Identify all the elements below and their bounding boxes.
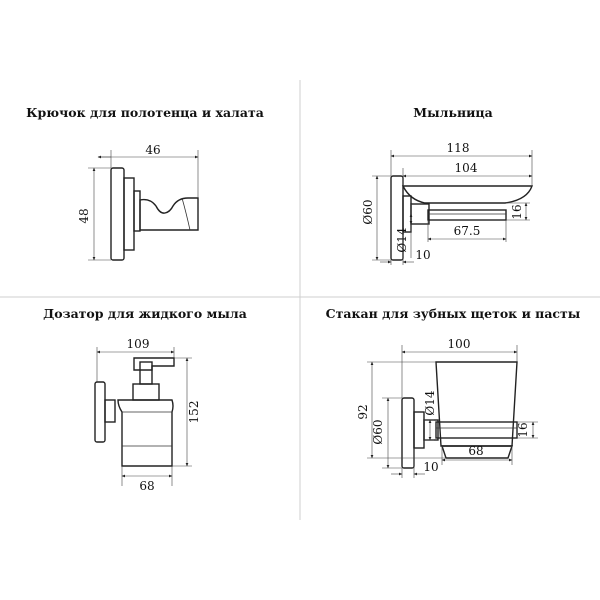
soap-dish-label: 104	[455, 161, 478, 175]
hook-panel: Крючок для полотенца и халата 46 48	[26, 105, 264, 261]
soap-total-label: 118	[447, 141, 470, 155]
soap-pipe-label: Ø14	[395, 227, 409, 252]
tumbler-height-label: 92	[356, 404, 370, 419]
soap-wall-label: 10	[415, 248, 430, 262]
soap-inner-label: 67.5	[454, 224, 481, 238]
soap-dish-drawing	[390, 175, 533, 261]
tumbler-diameter-label: Ø60	[371, 419, 385, 444]
tumbler-pipe-label: Ø14	[423, 390, 437, 415]
soap-dish-panel: Мыльница 118 104 Ø60 Ø14	[361, 105, 533, 265]
soap-dish-title: Мыльница	[413, 105, 492, 120]
tumbler-depth-label: 16	[516, 422, 530, 437]
dispenser-title: Дозатор для жидкого мыла	[43, 306, 247, 321]
dispenser-base-label: 68	[139, 479, 154, 493]
hook-drawing	[110, 167, 199, 261]
tumbler-width-label: 100	[448, 337, 471, 351]
dispenser-drawing	[94, 357, 175, 467]
tumbler-panel: Стакан для зубных щеток и пасты 100 92 Ø…	[326, 306, 581, 478]
tumbler-title: Стакан для зубных щеток и пасты	[326, 306, 581, 321]
hook-height-label: 48	[77, 208, 91, 223]
soap-diameter-label: Ø60	[361, 199, 375, 224]
dispenser-panel: Дозатор для жидкого мыла 109 152 68	[43, 306, 247, 493]
soap-depth-label: 16	[510, 204, 524, 219]
hook-width-label: 46	[145, 143, 160, 157]
tumbler-drawing	[401, 361, 518, 469]
tumbler-base-label: 68	[468, 444, 483, 458]
dispenser-width-label: 109	[127, 337, 150, 351]
hook-title: Крючок для полотенца и халата	[26, 105, 264, 120]
dispenser-height-label: 152	[187, 401, 201, 424]
tumbler-wall-label: 10	[423, 460, 438, 474]
